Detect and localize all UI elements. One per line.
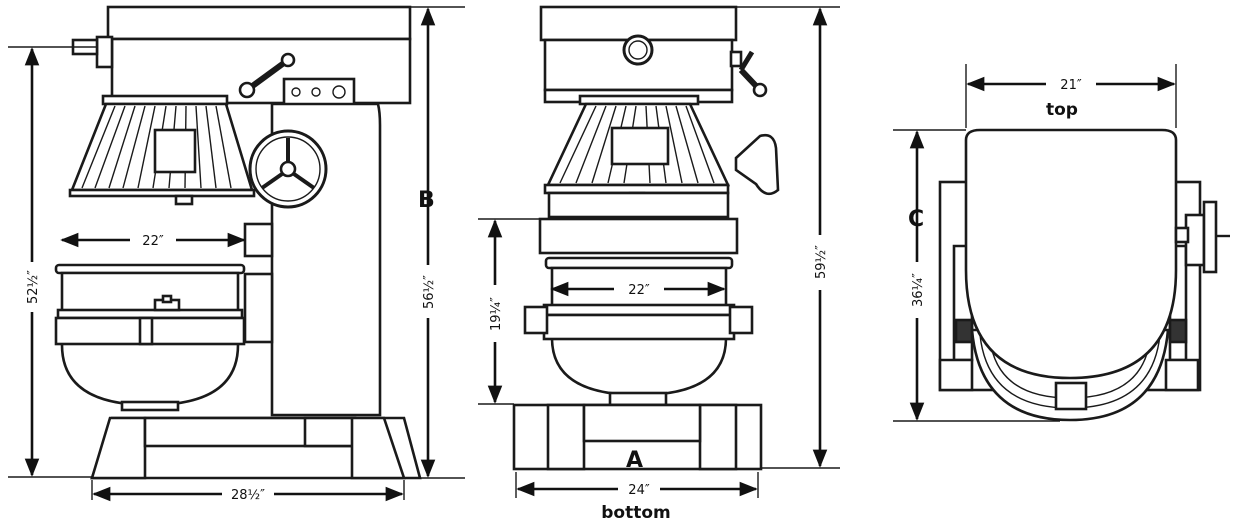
- dim-front-bowl-height-label: 19¼″: [489, 297, 504, 331]
- dim-top-depth-label: 36¼″: [911, 273, 926, 307]
- dim-front-bowl-height: 19¼″: [478, 218, 540, 405]
- top-view-drawing: [938, 128, 1230, 422]
- dim-top-width-label: 21″: [1060, 78, 1082, 93]
- dim-side-base-width-label: 28½″: [231, 488, 265, 503]
- label-c: C: [908, 207, 924, 232]
- side-view-drawing: [54, 5, 422, 480]
- front-view-drawing: [512, 5, 780, 471]
- dim-front-overall-height: 59½″: [736, 6, 840, 469]
- dim-side-bowl-width: 22″: [60, 232, 246, 249]
- dim-side-bowl-width-label: 22″: [142, 234, 164, 249]
- dim-top-width: 21″: [965, 64, 1177, 128]
- dim-side-overall-height: 52½″: [8, 46, 97, 478]
- dim-front-base-width: 24″: [515, 472, 759, 498]
- label-bottom: bottom: [601, 503, 671, 523]
- dim-front-base-width-label: 24″: [628, 483, 650, 498]
- label-a: A: [626, 448, 643, 473]
- dim-side-column-height: 56½″: [404, 6, 465, 479]
- dim-side-base-width: 28½″: [91, 480, 405, 503]
- dim-front-bowl-width: 22″: [550, 281, 726, 298]
- dim-side-overall-height-label: 52½″: [26, 270, 41, 304]
- dim-front-overall-height-label: 59½″: [814, 245, 829, 279]
- dim-top-depth: 36¼″: [893, 129, 1060, 422]
- label-b: B: [418, 188, 435, 213]
- dim-front-bowl-width-label: 22″: [628, 283, 650, 298]
- label-top: top: [1046, 100, 1078, 120]
- dim-side-column-height-label: 56½″: [422, 275, 437, 309]
